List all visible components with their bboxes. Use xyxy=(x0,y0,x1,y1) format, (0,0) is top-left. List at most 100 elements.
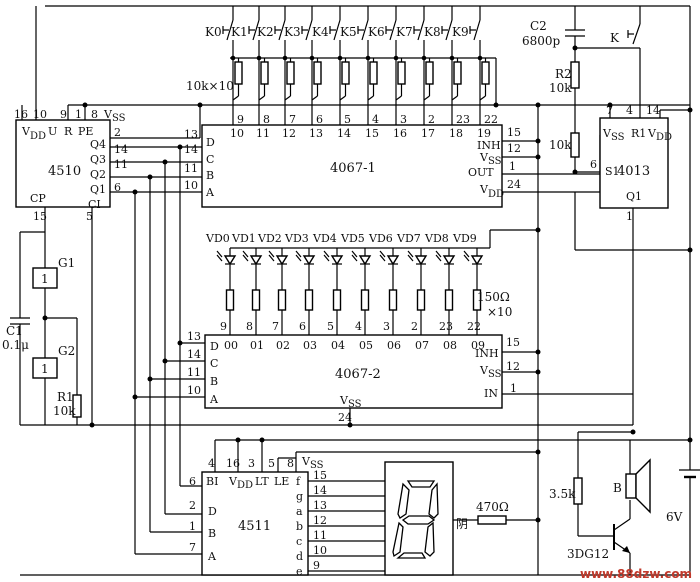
key-label: K5 xyxy=(340,25,357,39)
key-label: K1 xyxy=(231,25,248,39)
svg-text:6: 6 xyxy=(189,475,196,488)
key-k6: K6 xyxy=(368,6,406,125)
r2-resistor xyxy=(570,61,580,89)
pullup-resistor xyxy=(286,61,295,85)
pullup-resistor xyxy=(453,61,462,85)
svg-text:11: 11 xyxy=(187,366,201,379)
svg-text:B: B xyxy=(210,375,218,388)
mux2-channel-label: 01 xyxy=(250,339,264,352)
key-k1: K1 xyxy=(231,6,269,125)
segment-pin-number: 12 xyxy=(313,514,327,527)
svg-text:DD: DD xyxy=(488,189,504,200)
key-k8: K8 xyxy=(424,6,462,125)
svg-text:4: 4 xyxy=(626,104,633,117)
svg-text:C: C xyxy=(206,153,214,166)
svg-text:INH: INH xyxy=(477,139,501,152)
watermark: www.88dzw.com xyxy=(580,567,692,581)
svg-text:6: 6 xyxy=(590,158,597,171)
led-diode xyxy=(275,255,289,266)
led-diode xyxy=(223,255,237,266)
mux2-channel-label: 03 xyxy=(303,339,317,352)
key-contact xyxy=(226,19,234,41)
mux2-pin-number: 4 xyxy=(355,320,362,333)
led-diode xyxy=(442,255,456,266)
svg-text:DD: DD xyxy=(656,132,672,143)
mux1-pin-number: 6 xyxy=(316,113,323,126)
key-label: K3 xyxy=(284,25,301,39)
led-vd2: VD2 xyxy=(257,232,289,335)
led-vd4: VD4 xyxy=(312,232,344,335)
mux2-channel-label: 06 xyxy=(387,339,401,352)
timing-network: C2 6800p R2 10k K 10k xyxy=(522,6,641,175)
segment-letter: f xyxy=(296,475,301,488)
key-contact xyxy=(417,19,425,41)
svg-text:14: 14 xyxy=(646,104,660,117)
r-3k5-label: 3.5k xyxy=(549,487,576,501)
svg-text:9: 9 xyxy=(60,108,67,121)
oscillator: 1 G1 1 G2 C1 0.1μ R1 10k xyxy=(2,231,82,425)
battery-label: 6V xyxy=(666,510,683,524)
svg-text:R: R xyxy=(64,125,73,138)
key-contact xyxy=(333,19,341,41)
svg-text:15: 15 xyxy=(507,126,521,139)
mux1-pin-number: 23 xyxy=(456,113,470,126)
led-label: VD0 xyxy=(205,232,230,245)
svg-text:DD: DD xyxy=(30,131,46,142)
chip-4067-1-name: 4067-1 xyxy=(330,161,376,176)
display-common-label: 阴 xyxy=(456,517,468,531)
r-10k-label: 10k xyxy=(549,138,572,152)
led-diode xyxy=(358,255,372,266)
mux1-pin-number: 5 xyxy=(344,113,351,126)
svg-text:16: 16 xyxy=(14,108,28,121)
chip-4013: 4013 V SS R1 V DD S1 Q1 7 4 14 6 1 xyxy=(590,102,693,425)
led-diode xyxy=(330,255,344,266)
svg-text:1: 1 xyxy=(189,520,196,533)
led-vd6: VD6 xyxy=(368,232,400,335)
svg-text:Q3: Q3 xyxy=(90,153,106,166)
svg-text:13: 13 xyxy=(187,330,201,343)
led-resistor xyxy=(225,289,235,311)
mux2-pin-number: 7 xyxy=(272,320,279,333)
svg-text:8: 8 xyxy=(287,457,294,470)
svg-text:Q4: Q4 xyxy=(90,138,106,151)
svg-text:S1: S1 xyxy=(605,165,620,178)
svg-text:V: V xyxy=(339,394,349,407)
svg-text:V: V xyxy=(602,127,612,140)
pullup-resistor xyxy=(481,61,490,85)
mux1-pin-number: 4 xyxy=(372,113,379,126)
svg-text:Q2: Q2 xyxy=(90,168,106,181)
svg-text:1: 1 xyxy=(509,160,516,173)
svg-text:2: 2 xyxy=(189,499,196,512)
svg-text:7: 7 xyxy=(189,541,196,554)
svg-text:SS: SS xyxy=(611,132,625,143)
pullup-resistor xyxy=(425,61,434,85)
svg-text:A: A xyxy=(205,186,215,199)
mux2-pin-number: 2 xyxy=(411,320,418,333)
key-k9: K9 xyxy=(452,6,490,125)
r-10k-s1 xyxy=(570,132,580,158)
mux1-channel-label: 13 xyxy=(309,127,323,140)
led-resistor xyxy=(416,289,426,311)
key-contact xyxy=(305,19,313,41)
resistor-array-label: 10k×10 xyxy=(186,79,234,93)
led-vd3: VD3 xyxy=(284,232,316,335)
key-label: K8 xyxy=(424,25,441,39)
svg-text:16: 16 xyxy=(226,457,240,470)
led-label: VD4 xyxy=(312,232,337,245)
svg-text:13: 13 xyxy=(184,128,198,141)
pullup-resistor xyxy=(260,61,269,85)
svg-text:SS: SS xyxy=(310,460,324,471)
r-470-resistor xyxy=(477,515,507,525)
svg-text:2: 2 xyxy=(114,126,121,139)
chip-4067-1: 4067-1 D C B A 13 14 11 10 INH V SS OUT … xyxy=(184,102,601,575)
key-k0: K0 xyxy=(205,6,243,125)
key-k2: K2 xyxy=(257,6,295,125)
led-vd9: VD9 xyxy=(452,232,484,335)
mux1-channel-label: 19 xyxy=(477,127,491,140)
svg-text:B: B xyxy=(208,527,216,540)
